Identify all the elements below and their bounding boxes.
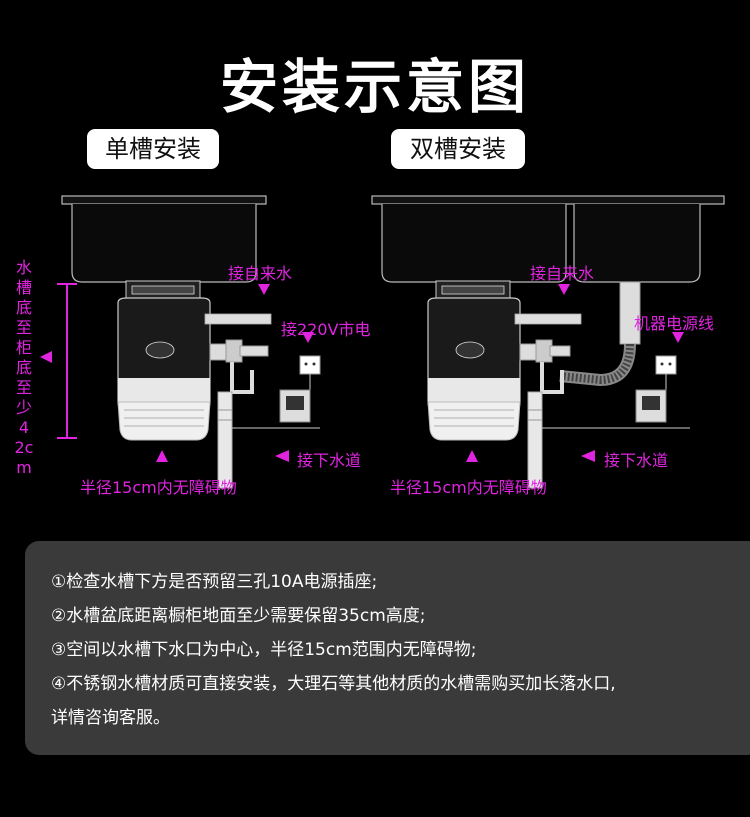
- single-power-outlet: [232, 355, 321, 429]
- double-power-arrow: [672, 332, 684, 343]
- single-drain-label: 接下水道: [297, 451, 362, 470]
- double-water-arrow: [558, 284, 570, 295]
- single-sink-diagram: [40, 195, 321, 489]
- double-power-label: 机器电源线: [634, 314, 715, 333]
- double-sink-counter: [371, 195, 725, 205]
- double-sink-diagram: [371, 195, 725, 489]
- single-height-label: 水槽底至柜底至少42cm: [14, 258, 34, 477]
- installation-diagram: [40, 195, 725, 489]
- page-title: 安装示意图: [219, 53, 530, 121]
- single-power-arrow: [302, 332, 314, 343]
- note-2: ②水槽盆底距离橱柜地面至少需要保留35cm高度;: [51, 606, 426, 626]
- double-clearance-arrow: [466, 450, 478, 462]
- single-sink-tab[interactable]: 单槽安装: [87, 129, 219, 169]
- note-4: ④不锈钢水槽材质可直接安装，大理石等其他材质的水槽需购买加长落水口,: [51, 674, 616, 694]
- note-3: ③空间以水槽下水口为中心，半径15cm范围内无障碍物;: [51, 640, 477, 660]
- single-disposer: [117, 280, 272, 489]
- single-water-arrow: [258, 284, 270, 295]
- notes-panel: ①检查水槽下方是否预留三孔10A电源插座; ②水槽盆底距离橱柜地面至少需要保留3…: [25, 541, 750, 755]
- single-drain-arrow: [275, 450, 289, 462]
- single-clearance-label: 半径15cm内无障碍物: [80, 478, 237, 497]
- single-clearance-arrow: [156, 450, 168, 462]
- single-power-label: 接220V市电: [281, 320, 371, 339]
- single-sink-basin: [61, 195, 267, 205]
- note-1: ①检查水槽下方是否预留三孔10A电源插座;: [51, 572, 378, 592]
- single-height-arrow: [40, 351, 52, 363]
- single-height-dimension: [57, 283, 77, 439]
- double-sink-tab[interactable]: 双槽安装: [391, 129, 525, 169]
- single-water-in-label: 接自来水: [228, 264, 293, 283]
- double-power-outlet: [542, 355, 690, 429]
- double-drain-arrow: [581, 450, 595, 462]
- double-disposer: [427, 280, 582, 489]
- double-clearance-label: 半径15cm内无障碍物: [390, 478, 547, 497]
- double-water-in-label: 接自来水: [530, 264, 595, 283]
- note-5: 详情咨询客服。: [51, 708, 170, 728]
- double-drain-label: 接下水道: [604, 451, 669, 470]
